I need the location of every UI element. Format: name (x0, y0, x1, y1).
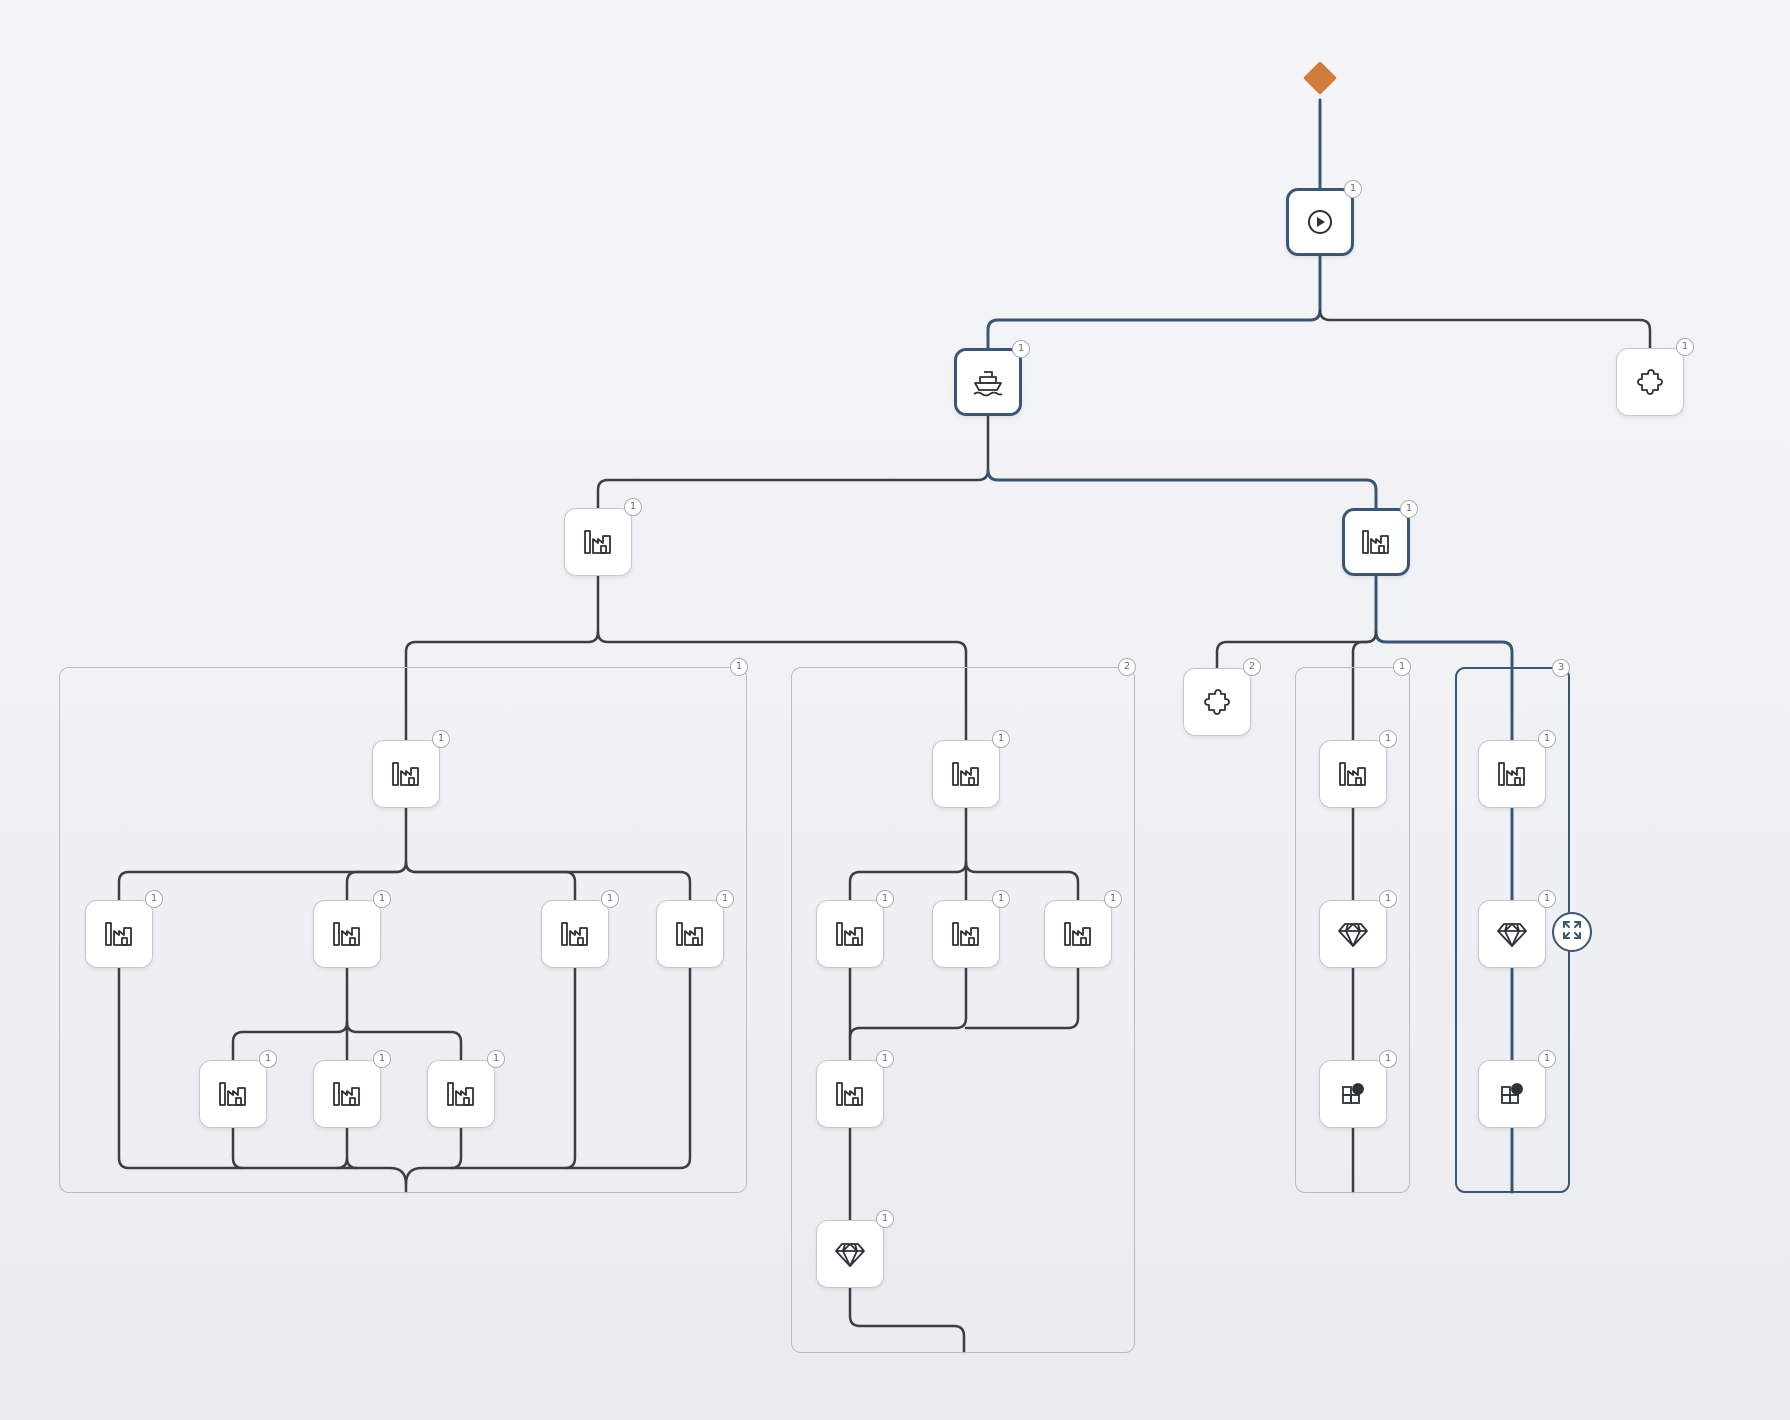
node-count-badge: 1 (992, 890, 1010, 908)
node-widget[interactable]: 1 (1478, 1050, 1556, 1128)
widget-icon (1495, 1077, 1529, 1111)
factory-icon (330, 917, 364, 951)
node-count-badge: 1 (145, 890, 163, 908)
factory-icon (581, 525, 615, 559)
node-count-badge: 1 (432, 730, 450, 748)
factory-icon (949, 757, 983, 791)
factory-icon (833, 1077, 867, 1111)
node-gem[interactable]: 1 (1319, 890, 1397, 968)
node-widget[interactable]: 1 (1319, 1050, 1397, 1128)
node-count-badge: 1 (373, 1050, 391, 1068)
node-count-badge: 1 (624, 498, 642, 516)
gem-icon (1495, 917, 1529, 951)
node-count-badge: 1 (1538, 1050, 1556, 1068)
group-count-badge: 1 (730, 658, 748, 676)
factory-icon (949, 917, 983, 951)
node-factory[interactable]: 1 (313, 1050, 391, 1128)
node-factory[interactable]: 1 (1342, 500, 1418, 576)
node-count-badge: 1 (1400, 500, 1418, 518)
node-count-badge: 1 (259, 1050, 277, 1068)
group-count-badge: 1 (1393, 658, 1411, 676)
node-factory[interactable]: 1 (816, 1050, 894, 1128)
group-count-badge: 2 (1118, 658, 1136, 676)
group-box-3[interactable]: 1 (1295, 658, 1411, 1193)
node-factory[interactable]: 1 (541, 890, 619, 968)
node-factory[interactable]: 1 (313, 890, 391, 968)
node-puzzle[interactable]: 2 (1183, 658, 1261, 736)
factory-icon (444, 1077, 478, 1111)
node-ship[interactable]: 1 (954, 340, 1030, 416)
node-factory[interactable]: 1 (427, 1050, 505, 1128)
factory-icon (389, 757, 423, 791)
factory-icon (1359, 525, 1393, 559)
ship-icon (971, 365, 1005, 399)
node-factory[interactable]: 1 (199, 1050, 277, 1128)
group-count-badge: 3 (1552, 659, 1570, 677)
factory-icon (102, 917, 136, 951)
expand-button[interactable] (1552, 912, 1592, 952)
group-box-1[interactable]: 1 (59, 658, 748, 1193)
node-count-badge: 1 (1379, 1050, 1397, 1068)
factory-icon (330, 1077, 364, 1111)
puzzle-icon (1633, 365, 1667, 399)
node-count-badge: 1 (1676, 338, 1694, 356)
node-factory[interactable]: 1 (1044, 890, 1122, 968)
node-factory[interactable]: 1 (372, 730, 450, 808)
gem-icon (1336, 917, 1370, 951)
node-play[interactable]: 1 (1286, 180, 1362, 256)
node-count-badge: 1 (716, 890, 734, 908)
node-count-badge: 1 (1379, 890, 1397, 908)
node-count-badge: 1 (1379, 730, 1397, 748)
factory-icon (216, 1077, 250, 1111)
node-count-badge: 1 (487, 1050, 505, 1068)
node-factory[interactable]: 1 (1319, 730, 1397, 808)
node-factory[interactable]: 1 (1478, 730, 1556, 808)
expand-icon (1561, 919, 1583, 946)
node-count-badge: 1 (1538, 890, 1556, 908)
gem-icon (833, 1237, 867, 1271)
node-count-badge: 1 (876, 1050, 894, 1068)
node-gem[interactable]: 1 (1478, 890, 1556, 968)
node-count-badge: 2 (1243, 658, 1261, 676)
factory-icon (1061, 917, 1095, 951)
widget-icon (1336, 1077, 1370, 1111)
node-count-badge: 1 (373, 890, 391, 908)
node-gem[interactable]: 1 (816, 1210, 894, 1288)
node-factory[interactable]: 1 (564, 498, 642, 576)
node-count-badge: 1 (1538, 730, 1556, 748)
factory-icon (833, 917, 867, 951)
node-count-badge: 1 (1012, 340, 1030, 358)
node-factory[interactable]: 1 (85, 890, 163, 968)
play-icon (1303, 205, 1337, 239)
node-count-badge: 1 (876, 890, 894, 908)
factory-icon (1495, 757, 1529, 791)
node-factory[interactable]: 1 (932, 890, 1010, 968)
node-count-badge: 1 (601, 890, 619, 908)
node-count-badge: 1 (876, 1210, 894, 1228)
factory-icon (1336, 757, 1370, 791)
node-factory[interactable]: 1 (656, 890, 734, 968)
node-count-badge: 1 (1104, 890, 1122, 908)
factory-icon (673, 917, 707, 951)
node-factory[interactable]: 1 (932, 730, 1010, 808)
node-count-badge: 1 (1344, 180, 1362, 198)
node-count-badge: 1 (992, 730, 1010, 748)
group-box-2[interactable]: 2 (791, 658, 1136, 1353)
factory-icon (558, 917, 592, 951)
puzzle-icon (1200, 685, 1234, 719)
node-puzzle[interactable]: 1 (1616, 338, 1694, 416)
node-factory[interactable]: 1 (816, 890, 894, 968)
